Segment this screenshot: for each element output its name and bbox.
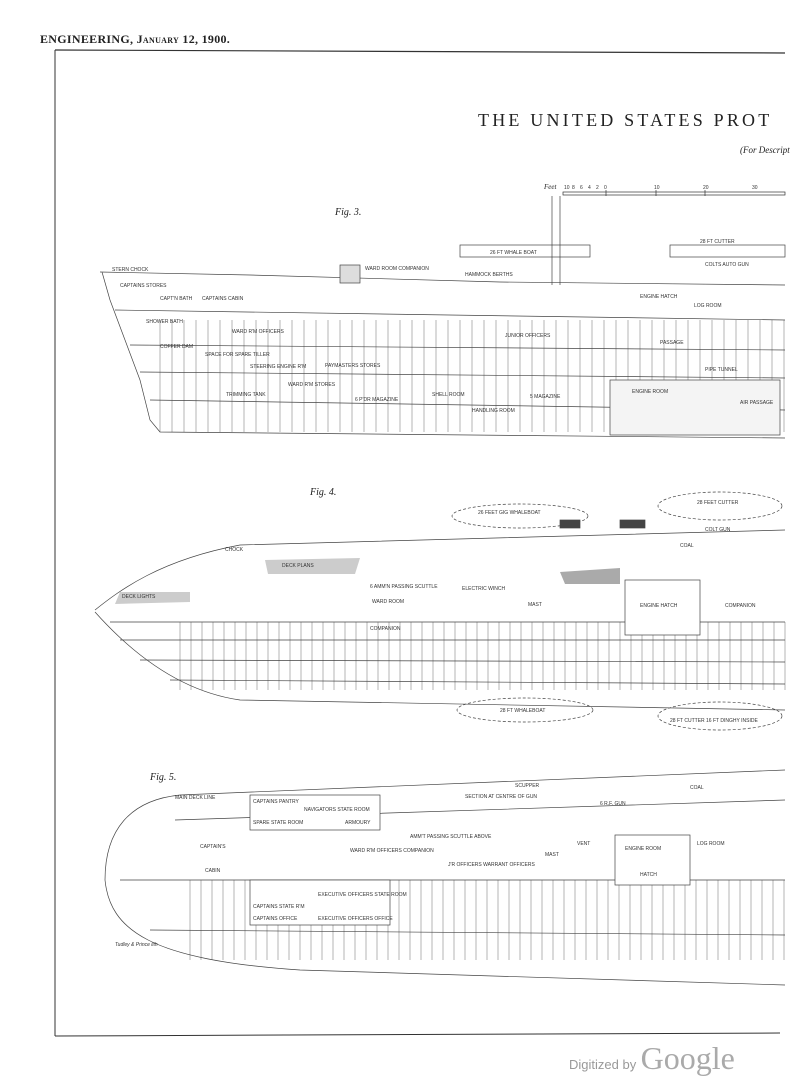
scale-tick: 30 — [752, 185, 758, 191]
label: ARMOURY — [345, 820, 371, 826]
label: MAIN DECK LINE — [175, 795, 216, 801]
label: ENGINE HATCH — [640, 603, 678, 609]
label: COAL — [680, 543, 694, 549]
scale-tick: 10 — [654, 185, 660, 191]
label: COLTS AUTO GUN — [705, 262, 749, 268]
label: WARD R'M STORES — [288, 382, 336, 388]
label: JUNIOR OFFICERS — [505, 333, 551, 339]
label: ENGINE ROOM — [625, 846, 661, 852]
label: SPACE FOR SPARE TILLER — [205, 352, 270, 358]
label: AIR PASSAGE — [740, 400, 774, 406]
frame-top — [54, 49, 786, 54]
figure-3-label: Fig. 3. — [334, 207, 361, 218]
scale-tick: 20 — [703, 185, 709, 191]
label: PAYMASTERS STORES — [325, 363, 381, 369]
label: 28 FEET CUTTER — [697, 500, 739, 506]
label: VENT — [577, 841, 590, 847]
journal-name: ENGINEERING, — [40, 32, 134, 46]
digitized-watermark: Digitized by Google — [569, 1040, 735, 1077]
label: WARD R'M OFFICERS COMPANION — [350, 848, 434, 854]
google-logo: Google — [640, 1040, 735, 1076]
figure-3-section: Fig. 3. — [99, 196, 786, 439]
label: ENGINE ROOM — [632, 389, 668, 395]
label: DECK LIGHTS — [122, 594, 156, 600]
scale-label: Feet — [543, 183, 557, 191]
label: CHOCK — [225, 547, 244, 553]
label: NAVIGATORS STATE ROOM — [304, 807, 370, 813]
label: MAST — [545, 852, 559, 858]
label: CAPTAINS STATE R'M — [253, 904, 305, 910]
label: SCUPPER — [515, 783, 540, 789]
label: EXECUTIVE OFFICERS OFFICE — [318, 916, 393, 922]
label: 6 AMM'N PASSING SCUTTLE — [370, 584, 438, 590]
label: HANDLING ROOM — [472, 408, 515, 414]
label: 5 MAGAZINE — [530, 394, 561, 400]
running-header: ENGINEERING, January 12, 1900. — [40, 32, 230, 47]
label: STEERING ENGINE R'M — [250, 364, 306, 370]
label: LOG ROOM — [697, 841, 725, 847]
label: SHELL ROOM — [432, 392, 465, 398]
label: 26 FEET GIG WHALEBOAT — [478, 510, 541, 516]
scale-tick: 2 — [596, 185, 599, 191]
label: COMPANION — [370, 626, 401, 632]
label: ELECTRIC WINCH — [462, 586, 505, 592]
label: 28 FT CUTTER 16 FT DINGHY INSIDE — [670, 718, 758, 724]
figure-4-labels: 26 FEET GIG WHALEBOAT 28 FEET CUTTER COL… — [122, 500, 758, 724]
figure-4-label: Fig. 4. — [309, 487, 336, 498]
label: CAPTAINS PANTRY — [253, 799, 300, 805]
label: STERN CHOCK — [112, 267, 149, 273]
label: CAPT'N BATH — [160, 296, 193, 302]
label: DECK PLANS — [282, 563, 314, 569]
label: SHOWER BATH — [146, 319, 183, 325]
label: COMPANION — [725, 603, 756, 609]
label: MAST — [528, 602, 542, 608]
figure-4-deck-plan: Fig. 4. — [94, 487, 786, 731]
figure-5-label: Fig. 5. — [149, 772, 176, 783]
label: CAPTAIN'S — [200, 844, 226, 850]
label: TRIMMING TANK — [226, 392, 266, 398]
digitized-text: Digitized by — [569, 1057, 637, 1072]
scale-bar: Feet 10 8 6 4 2 0 10 20 30 — [543, 183, 786, 196]
label: SPARE STATE ROOM — [253, 820, 303, 826]
label: WARD ROOM COMPANION — [365, 266, 429, 272]
label: CAPTAINS STORES — [120, 283, 167, 289]
frame-bottom — [54, 1032, 781, 1037]
label: 6 P'DR MAGAZINE — [355, 397, 399, 403]
label: HAMMOCK BERTHS — [465, 272, 513, 278]
label: WARD R'M OFFICERS — [232, 329, 285, 335]
label: AMM'T PASSING SCUTTLE ABOVE — [410, 834, 492, 840]
label: SECTION AT CENTRE OF GUN — [465, 794, 537, 800]
lithographer-credit: Tudley & Prince lith — [115, 942, 158, 948]
label: 26 FT WHALE BOAT — [490, 250, 537, 256]
scale-tick: 8 — [572, 185, 575, 191]
label: PIPE TUNNEL — [705, 367, 738, 373]
scale-tick: 10 — [564, 185, 570, 191]
issue-date: January 12, 1900. — [136, 32, 231, 46]
plate-title: THE UNITED STATES PROT — [478, 110, 773, 130]
figure-3-labels: STERN CHOCK CAPTAINS STORES CAPT'N BATH … — [112, 239, 774, 414]
label: 28 FT CUTTER — [700, 239, 735, 245]
label: WARD ROOM — [372, 599, 404, 605]
figure-5-deck-plan: Fig. 5. — [104, 769, 786, 986]
label: ENGINE HATCH — [640, 294, 678, 300]
scale-tick: 4 — [588, 185, 591, 191]
label: COFFER DAM — [160, 344, 193, 350]
label: CABIN — [205, 868, 221, 874]
label: J'R OFFICERS WARRANT OFFICERS — [448, 862, 535, 868]
label: EXECUTIVE OFFICERS STATE ROOM — [318, 892, 407, 898]
label: 28 FT WHALEBOAT — [500, 708, 545, 714]
scale-tick: 0 — [604, 185, 607, 191]
figure-5-labels: MAIN DECK LINE CAPTAINS PANTRY SPARE STA… — [115, 783, 725, 948]
label: HATCH — [640, 872, 657, 878]
label: CAPTAINS CABIN — [202, 296, 244, 302]
plate-subtitle: (For Descript — [740, 145, 790, 155]
label: CAPTAINS OFFICE — [253, 916, 298, 922]
label: LOG ROOM — [694, 303, 722, 309]
label: PASSAGE — [660, 340, 684, 346]
scale-tick: 6 — [580, 185, 583, 191]
label: COAL — [690, 785, 704, 791]
label: 6 R.F. GUN — [600, 801, 626, 807]
label: COLT GUN — [705, 527, 731, 533]
